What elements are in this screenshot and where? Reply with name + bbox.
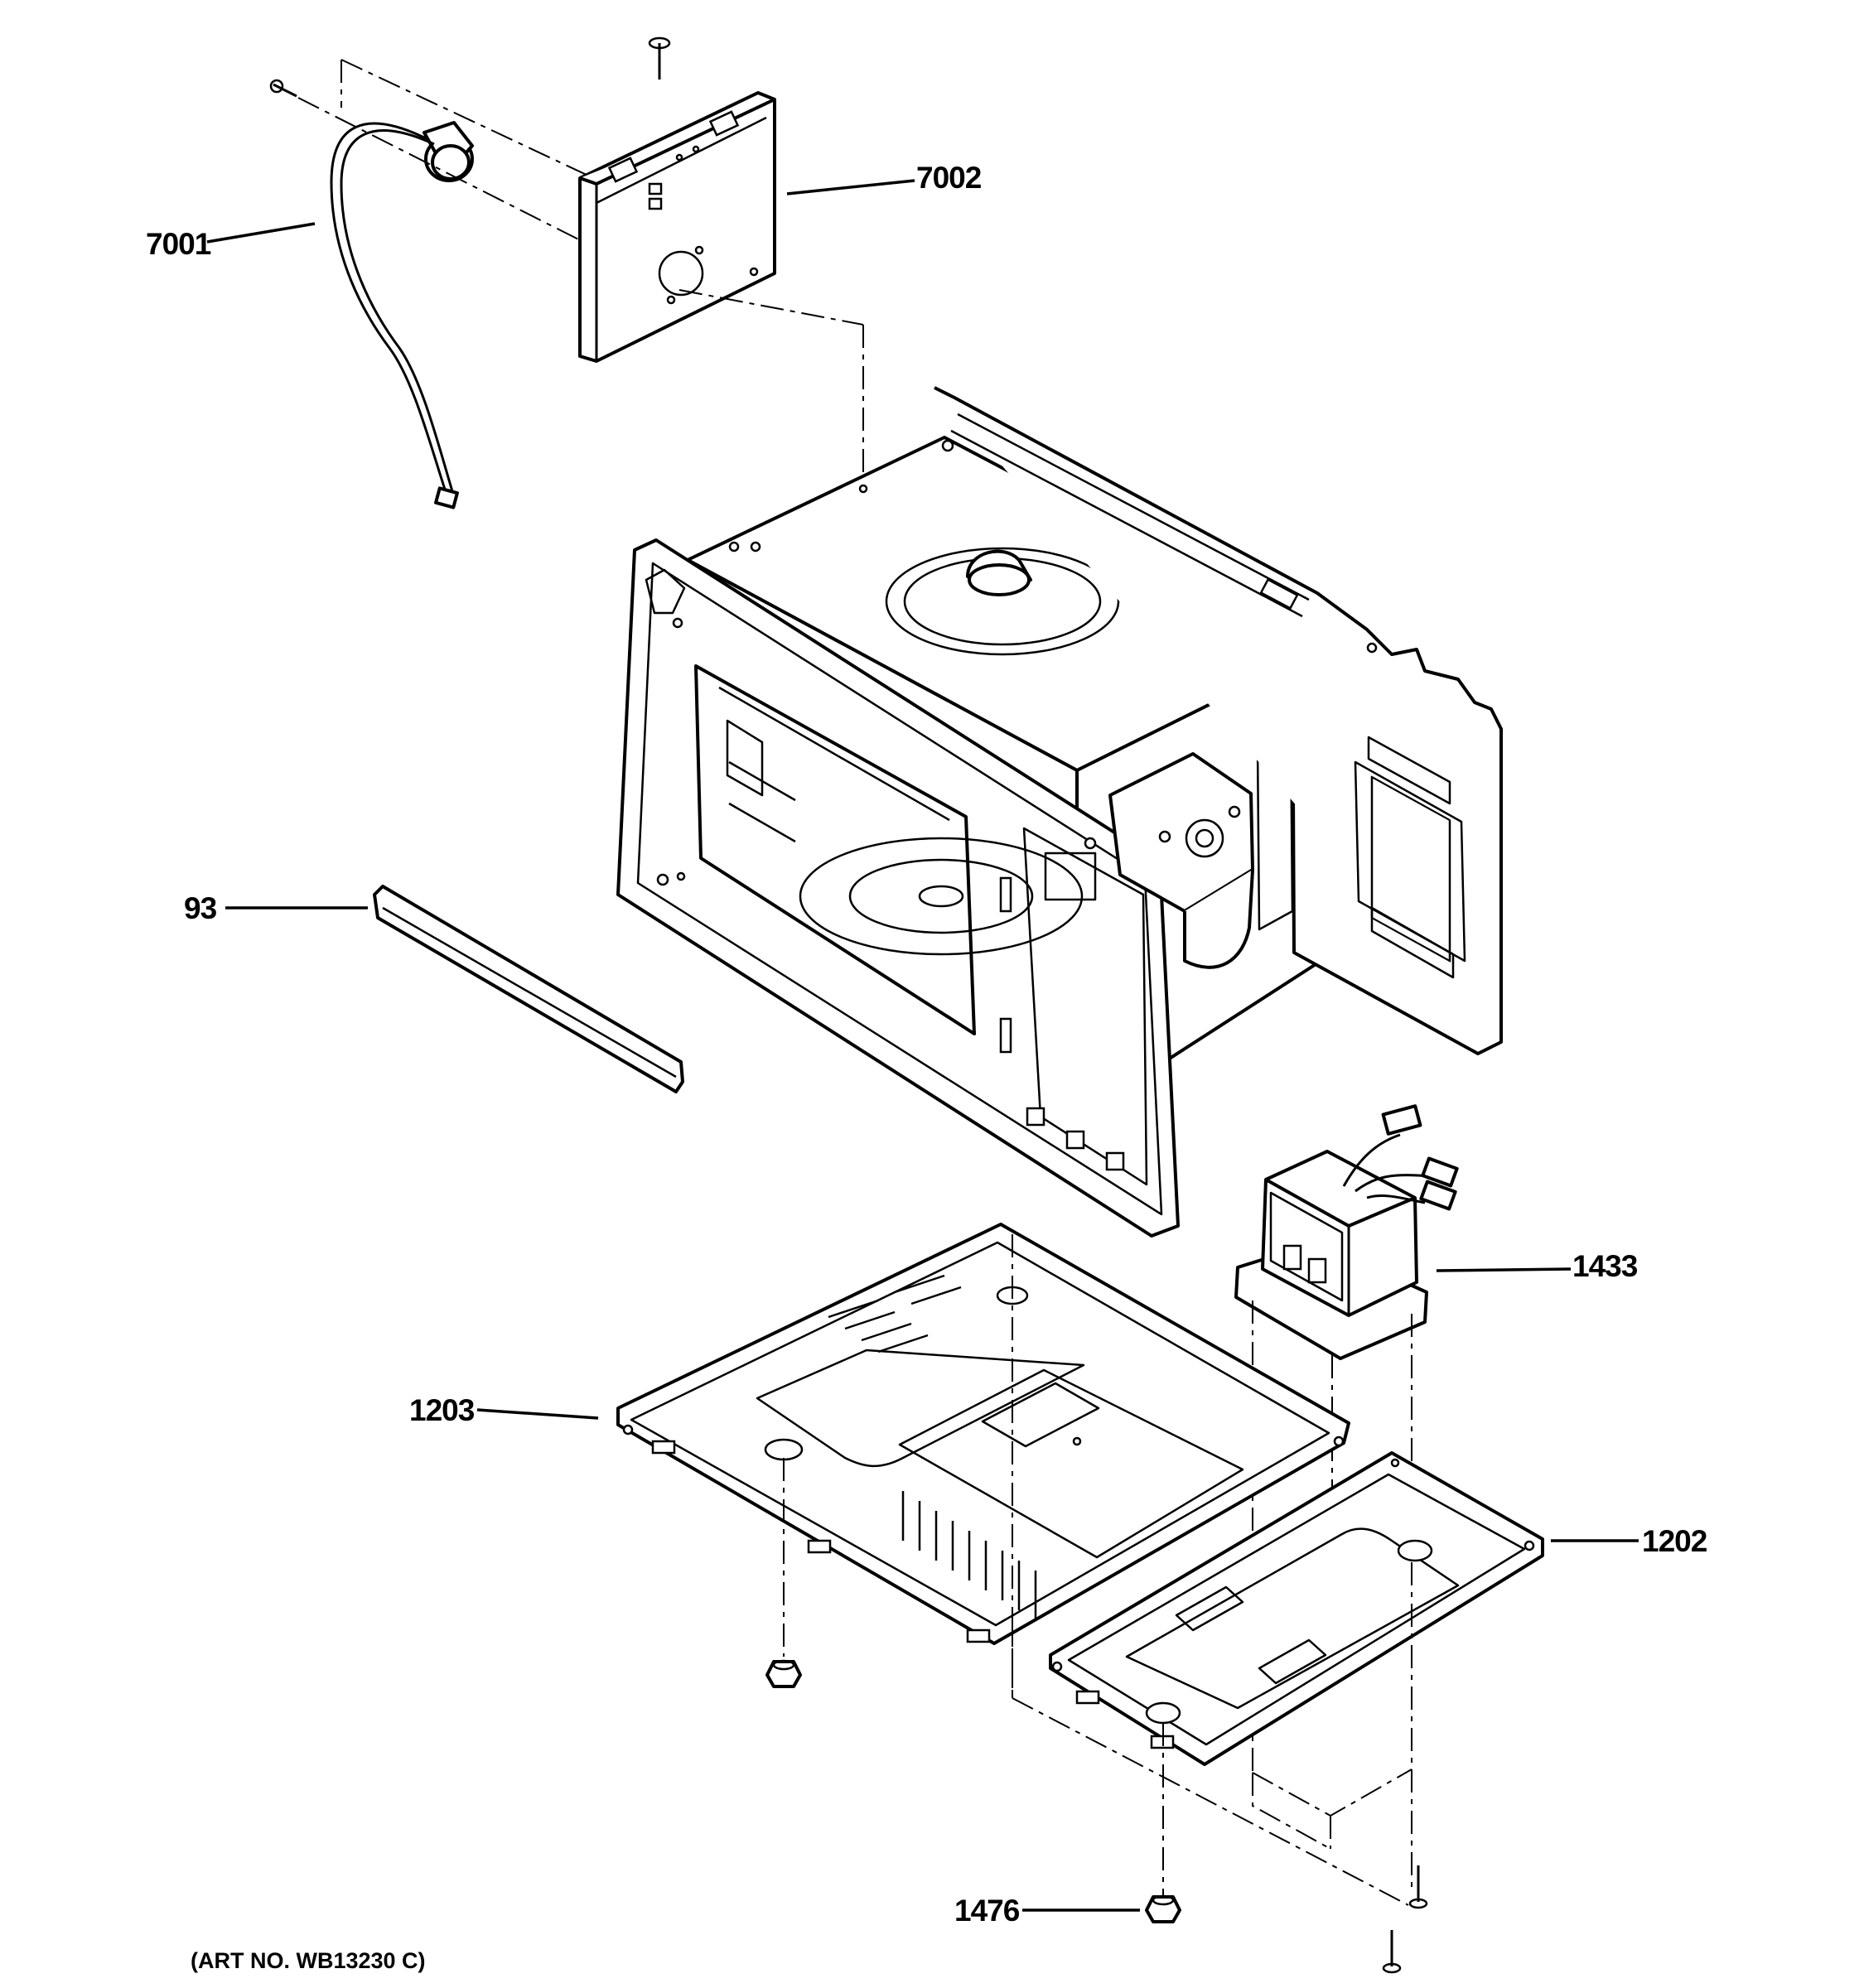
part-1433-transformer (1234, 1104, 1459, 1773)
callout-7001: 7001 (146, 227, 211, 261)
callout-1203: 1203 (409, 1393, 475, 1427)
perforation-patch (1175, 1585, 1327, 1685)
callout-1433: 1433 (1572, 1249, 1638, 1283)
nut-icon-bottom (1145, 1894, 1181, 1923)
screw-icon (1382, 1930, 1402, 1974)
callout-1202: 1202 (1642, 1524, 1707, 1558)
leader-1203 (476, 1408, 599, 1420)
part-7002-bracket (578, 36, 864, 497)
nut-icon-left (765, 1659, 802, 1688)
callout-93: 93 (184, 891, 217, 925)
vent-slots (828, 1274, 1037, 1620)
art-number: (ART NO. WB13230 C) (191, 1948, 426, 1973)
screw-icon (1408, 1865, 1428, 1909)
part-93-label-strip (373, 885, 684, 1093)
screw-icon (648, 36, 671, 80)
leader-7002 (786, 179, 915, 195)
oven-cavity-chassis (616, 386, 1503, 1238)
perforation-grid (1044, 852, 1097, 901)
callout-1476: 1476 (954, 1894, 1020, 1928)
part-1202-base-plate (1012, 1451, 1544, 1897)
leader-1433 (1436, 1267, 1572, 1272)
part-1203-base-plate (616, 1223, 1409, 1906)
vent-grid-right (1370, 775, 1451, 963)
screw-icon (269, 79, 297, 98)
leader-7001 (206, 222, 316, 244)
callout-7002: 7002 (916, 161, 982, 195)
